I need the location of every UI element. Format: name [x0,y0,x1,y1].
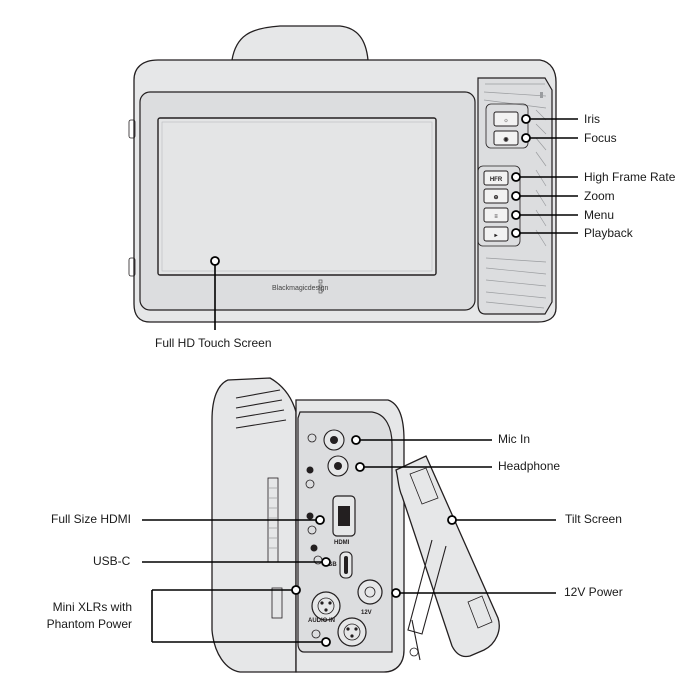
camera-rear-view: Blackmagicdesign ☼ ◉ H [128,25,676,350]
callout-menu: Menu [511,208,614,222]
top-hump [231,25,369,61]
svg-text:Playback: Playback [584,226,634,240]
mini-xlrs-line-2: Phantom Power [47,617,132,631]
zoom-magnifier-icon: ⊕ [493,195,498,201]
callout-full-size-hdmi: Full Size HDMI [51,512,325,526]
svg-text:Headphone: Headphone [498,459,560,473]
menu-button[interactable]: ≡ [483,207,509,223]
playback-triangle-icon: ▸ [493,233,498,239]
svg-text:Full Size HDMI: Full Size HDMI [51,512,131,526]
brand-mark: Blackmagicdesign [272,285,329,292]
power-mark: 12V [361,610,372,616]
side-rear-shell [211,377,297,673]
side-grip-lines [268,487,278,549]
hfr-button[interactable]: HFR [483,170,509,186]
iris-button[interactable]: ☼ [493,111,519,127]
hfr-text-icon: HFR [490,177,503,183]
callout-headphone: Headphone [355,459,560,473]
callout-touch-screen: Full HD Touch Screen [155,256,272,350]
hdmi-mark: HDMI [334,540,350,546]
svg-text:Iris: Iris [584,112,600,126]
mini-xlrs-line-1: Mini XLRs with [53,600,132,614]
camera-side-view: HDMI USB 12V AUDIO IN Mic In [47,377,623,673]
side-grip-ridges [235,389,287,429]
callout-mic-in: Mic In [351,432,530,446]
audio-in-mark: AUDIO IN [308,618,335,624]
callout-zoom: Zoom [511,189,615,203]
iris-sun-icon: ☼ [503,118,509,124]
svg-text:Zoom: Zoom [584,189,615,203]
svg-text:Tilt Screen: Tilt Screen [565,512,622,526]
callout-iris: Iris [521,112,600,126]
lcd-screen [157,117,437,276]
tilt-screen[interactable] [395,455,500,658]
mini-xlr-1[interactable] [311,591,341,621]
callout-playback: Playback [511,226,634,240]
zoom-button[interactable]: ⊕ [483,188,509,204]
callout-usb-c: USB-C [93,554,331,568]
menu-lines-icon: ≡ [494,214,498,220]
callout-focus: Focus [521,131,617,145]
svg-text:USB-C: USB-C [93,554,131,568]
focus-button[interactable]: ◉ [493,130,519,146]
grip-texture [483,83,547,309]
svg-text:Mic In: Mic In [498,432,530,446]
mini-xlr-2[interactable] [337,617,367,647]
svg-text:Menu: Menu [584,208,614,222]
playback-button[interactable]: ▸ [483,226,509,242]
svg-text:12V Power: 12V Power [564,585,623,599]
svg-text:Full HD Touch Screen: Full HD Touch Screen [155,336,272,350]
callout-high-frame-rate: High Frame Rate [511,170,676,184]
svg-text:High Frame Rate: High Frame Rate [584,170,676,184]
callout-12v-power: 12V Power [391,585,623,599]
dc-12v-port[interactable] [357,579,383,605]
usb-mark: USB [324,562,337,568]
svg-text:Focus: Focus [584,131,617,145]
focus-target-icon: ◉ [503,137,509,143]
callout-mini-xlrs: Mini XLRs with Phantom Power [47,585,331,647]
callout-tilt-screen: Tilt Screen [447,512,622,526]
